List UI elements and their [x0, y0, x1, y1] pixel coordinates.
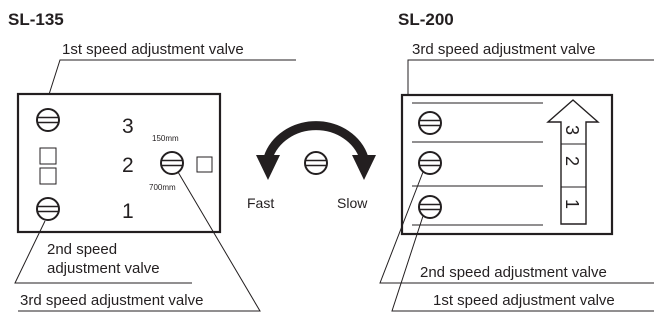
sl200-second-speed-label: 2nd speed adjustment valve	[420, 264, 607, 281]
sl135-third-speed-leader	[18, 171, 261, 312]
sl200-third-speed-label: 3rd speed adjustment valve	[412, 41, 595, 58]
sl135-second-speed-label-line1: 2nd speed	[47, 241, 117, 258]
sl200-third-speed-screw-icon	[418, 111, 442, 135]
sl135-title: SL-135	[8, 10, 64, 29]
sl135-number-3: 3	[122, 115, 134, 138]
sl135-third-speed-screw-icon	[160, 151, 184, 175]
fast-label: Fast	[247, 195, 274, 211]
right-arrow-head-icon	[352, 155, 376, 180]
sl135-second-speed-leader	[14, 220, 192, 284]
rotation-arc	[263, 121, 369, 160]
sl135-indicator-square	[196, 156, 213, 173]
sl200-number-3: 3	[562, 125, 582, 135]
slow-label: Slow	[337, 195, 368, 211]
sl200-first-speed-label: 1st speed adjustment valve	[433, 292, 615, 309]
sl135-third-speed-label: 3rd speed adjustment valve	[20, 292, 203, 309]
sl200-second-speed-leader	[379, 171, 654, 284]
rotation-indicator: Fast Slow	[247, 121, 376, 211]
sl135-indicator-square	[39, 167, 57, 185]
sl200-number-1: 1	[562, 199, 582, 209]
sl135-second-speed-screw-icon	[36, 197, 60, 221]
sl200-panel: SL-200 3rd speed adjustment valve 3 2 1 …	[379, 10, 654, 312]
sl135-number-2: 2	[122, 154, 134, 177]
sl200-number-2: 2	[562, 156, 582, 166]
adjustment-screw-icon	[304, 151, 328, 175]
sl200-title: SL-200	[398, 10, 454, 29]
sl135-size-bottom: 700mm	[149, 183, 176, 192]
sl135-first-speed-label: 1st speed adjustment valve	[62, 41, 244, 58]
sl200-up-arrow-icon	[546, 99, 600, 225]
sl200-second-speed-screw-icon	[418, 151, 442, 175]
sl135-number-1: 1	[122, 200, 134, 223]
left-arrow-head-icon	[256, 155, 280, 180]
sl135-panel: SL-135 1st speed adjustment valve 3 2 1 …	[8, 10, 296, 312]
sl200-first-speed-screw-icon	[418, 195, 442, 219]
sl200-first-speed-leader	[391, 215, 654, 312]
sl135-first-speed-screw-icon	[36, 108, 60, 132]
sl135-second-speed-label-line2: adjustment valve	[47, 260, 160, 277]
sl135-size-top: 150mm	[152, 134, 179, 143]
sl135-first-speed-leader	[44, 59, 296, 108]
sl135-indicator-square	[39, 147, 57, 165]
